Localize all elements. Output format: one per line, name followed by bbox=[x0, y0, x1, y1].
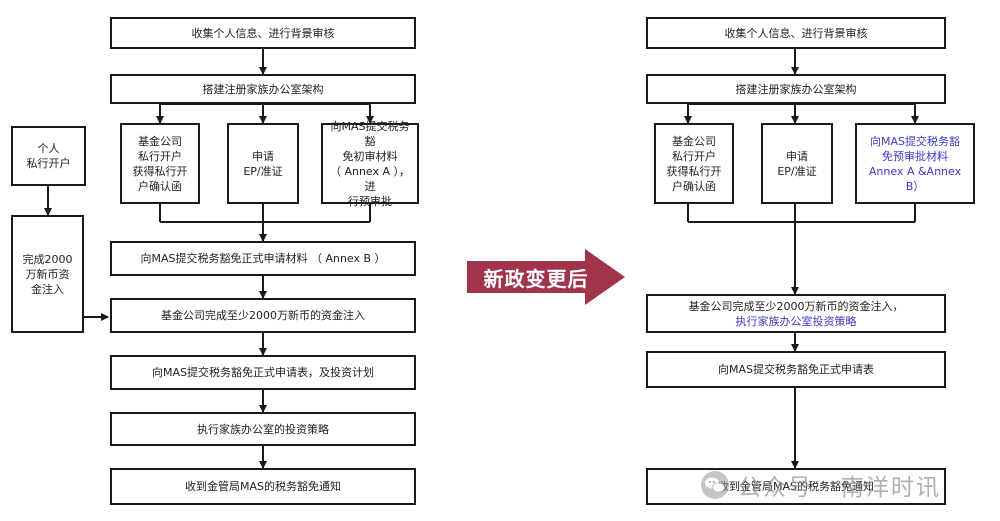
right-annex-ab-text: 向MAS提交税务豁 免预审批材料 Annex A &Annex B） bbox=[868, 134, 962, 193]
right-fund-company-text: 基金公司 私行开户 获得私行开 户确认函 bbox=[666, 134, 722, 193]
left-fund-injection-box: 基金公司完成至少2000万新币的资金注入 bbox=[110, 298, 416, 333]
left-setup-text: 搭建注册家族办公室架构 bbox=[202, 82, 324, 96]
policy-change-arrow bbox=[467, 249, 625, 305]
right-ep-box: 申请 EP/准证 bbox=[761, 123, 833, 204]
left-fund-injection-text: 基金公司完成至少2000万新币的资金注入 bbox=[161, 309, 365, 322]
right-fund-injection-line2: 执行家族办公室投资策略 bbox=[735, 314, 857, 328]
right-collect-text: 收集个人信息、进行背景审核 bbox=[724, 26, 868, 40]
watermark-text: 公众号 · 南洋时讯 bbox=[738, 475, 941, 501]
left-strategy-box: 执行家族办公室的投资策略 bbox=[110, 412, 416, 446]
left-ep-box: 申请 EP/准证 bbox=[227, 123, 299, 204]
right-collect-box: 收集个人信息、进行背景审核 bbox=[646, 17, 946, 49]
right-notice-text: 收到金管局MAS的税务豁免通知 bbox=[718, 480, 874, 493]
watermark: 公众号 · 南洋时讯 bbox=[700, 466, 985, 504]
left-annex-a-text: 向MAS提交税务豁 免初审材料 （ Annex A ），进 行预审批 bbox=[329, 119, 411, 208]
left-strategy-text: 执行家族办公室的投资策略 bbox=[197, 422, 329, 436]
right-notice-box: 收到金管局MAS的税务豁免通知 bbox=[646, 468, 946, 505]
left-capital-text: 完成2000 万新币资 金注入 bbox=[22, 252, 73, 296]
left-setup-box: 搭建注册家族办公室架构 bbox=[110, 74, 416, 104]
left-collect-box: 收集个人信息、进行背景审核 bbox=[110, 17, 416, 49]
policy-arrow-shape bbox=[467, 249, 625, 305]
wechat-icon bbox=[701, 471, 729, 499]
left-personal-account-text: 个人 私行开户 bbox=[26, 142, 71, 170]
left-formal-plan-text: 向MAS提交税务豁免正式申请表，及投资计划 bbox=[152, 366, 374, 379]
left-annex-b-box: 向MAS提交税务豁免正式申请材料 （ Annex B ） bbox=[110, 241, 416, 276]
left-annex-a-box: 向MAS提交税务豁 免初审材料 （ Annex A ），进 行预审批 bbox=[321, 120, 419, 208]
right-setup-box: 搭建注册家族办公室架构 bbox=[646, 74, 946, 104]
right-formal-text: 向MAS提交税务豁免正式申请表 bbox=[718, 363, 874, 376]
right-formal-box: 向MAS提交税务豁免正式申请表 bbox=[646, 351, 946, 388]
left-fund-company-box: 基金公司 私行开户 获得私行开 户确认函 bbox=[120, 123, 200, 204]
right-ep-text: 申请 EP/准证 bbox=[777, 149, 817, 178]
left-collect-text: 收集个人信息、进行背景审核 bbox=[191, 26, 335, 40]
left-notice-box: 收到金管局MAS的税务豁免通知 bbox=[110, 468, 416, 505]
right-annex-ab-box: 向MAS提交税务豁 免预审批材料 Annex A &Annex B） bbox=[855, 123, 975, 204]
left-formal-plan-box: 向MAS提交税务豁免正式申请表，及投资计划 bbox=[110, 355, 416, 390]
left-personal-account-box: 个人 私行开户 bbox=[11, 126, 86, 186]
left-fund-company-text: 基金公司 私行开户 获得私行开 户确认函 bbox=[132, 134, 188, 193]
right-setup-text: 搭建注册家族办公室架构 bbox=[735, 82, 857, 96]
policy-change-label: 新政变更后 bbox=[483, 266, 589, 291]
left-annex-b-text: 向MAS提交税务豁免正式申请材料 （ Annex B ） bbox=[140, 252, 386, 265]
right-fund-injection-box: 基金公司完成至少2000万新币的资金注入， 执行家族办公室投资策略 bbox=[646, 294, 946, 333]
left-ep-text: 申请 EP/准证 bbox=[243, 149, 283, 178]
right-fund-injection-line1: 基金公司完成至少2000万新币的资金注入， bbox=[688, 299, 904, 313]
left-notice-text: 收到金管局MAS的税务豁免通知 bbox=[185, 480, 341, 493]
left-capital-box: 完成2000 万新币资 金注入 bbox=[11, 215, 84, 333]
right-fund-company-box: 基金公司 私行开户 获得私行开 户确认函 bbox=[654, 123, 734, 204]
